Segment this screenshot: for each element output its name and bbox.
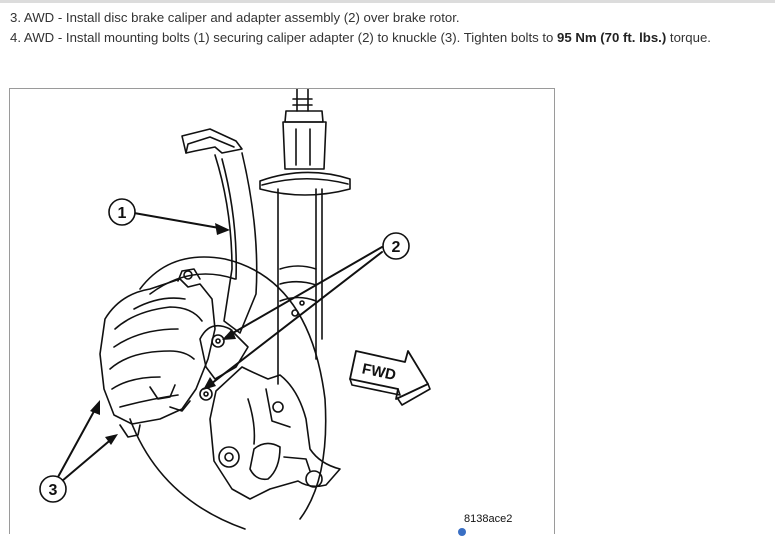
scroll-indicator[interactable] — [458, 528, 466, 536]
fwd-arrow-icon — [349, 350, 431, 406]
callout-circle-3 — [39, 475, 67, 503]
callout-arrowheads — [90, 223, 236, 445]
strut-assembly — [259, 89, 351, 385]
callout-label-2: 2 — [392, 239, 401, 256]
callout-label-3: 3 — [49, 482, 58, 499]
callout-leader-lines — [57, 212, 383, 482]
figure-id: 8138ace2 — [464, 513, 513, 525]
caliper-adapter-bolt-arm — [181, 128, 258, 334]
step-3: 3. AWD - Install disc brake caliper and … — [10, 10, 460, 25]
callout-circle-2 — [382, 232, 410, 260]
step-4-text: 4. AWD - Install mounting bolts (1) secu… — [10, 30, 558, 45]
illustration-svg: 1 2 3 FWD — [39, 89, 431, 530]
step-4-suffix: torque. — [666, 30, 711, 45]
steering-knuckle — [199, 324, 341, 500]
callout-label-1: 1 — [118, 205, 127, 222]
torque-spec: 95 Nm (70 ft. lbs.) — [557, 30, 667, 45]
callout-circle-1 — [108, 198, 136, 226]
top-divider — [0, 0, 775, 3]
fwd-label: FWD — [360, 360, 397, 384]
disc-brake-caliper — [99, 268, 216, 438]
step-4: 4. AWD - Install mounting bolts (1) secu… — [10, 28, 770, 48]
brake-caliper-illustration: 1 2 3 FWD 8138ace2 — [9, 88, 555, 534]
instruction-steps: 3. AWD - Install disc brake caliper and … — [10, 8, 770, 48]
